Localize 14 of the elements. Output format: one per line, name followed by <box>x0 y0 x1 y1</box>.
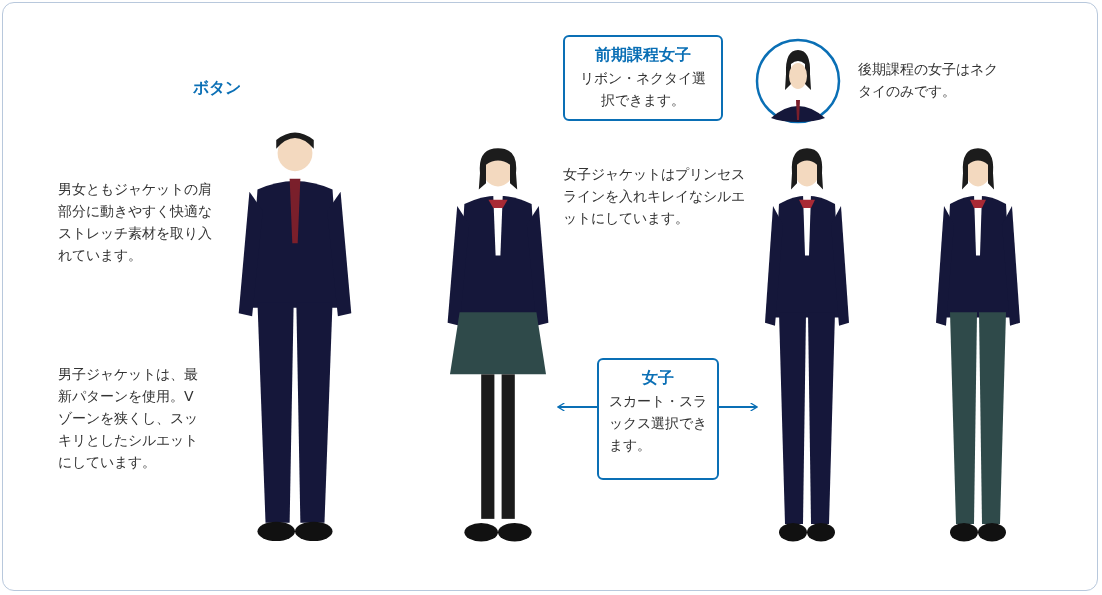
arrow <box>718 402 758 412</box>
description-text: 男女ともジャケットの肩部分に動きやすく快適なストレッチ素材を取り入れています。 <box>58 180 213 265</box>
box-heading: 女子 <box>641 367 675 389</box>
note-box <box>563 35 723 121</box>
box-text: リボン・ネクタイ選択できます。 <box>579 69 707 110</box>
description-text: 男子ジャケットは、最新パターンを使用。Vゾーンを狭くし、スッキリとしたシルエットにしています。 <box>58 365 198 472</box>
description-text: 女子ジャケットはプリンセスラインを入れキレイなシルエットにしています。 <box>563 165 746 228</box>
box-text: スカート・スラックス選択できます。 <box>609 392 707 455</box>
box-heading: 前期課程女子 <box>594 44 692 66</box>
heading-text: ボタン <box>193 77 242 99</box>
arrow <box>557 402 598 412</box>
note-box <box>597 358 719 480</box>
caption-text: 後期課程の女子はネクタイのみです。 <box>858 60 999 101</box>
portrait-drawing <box>755 38 841 124</box>
